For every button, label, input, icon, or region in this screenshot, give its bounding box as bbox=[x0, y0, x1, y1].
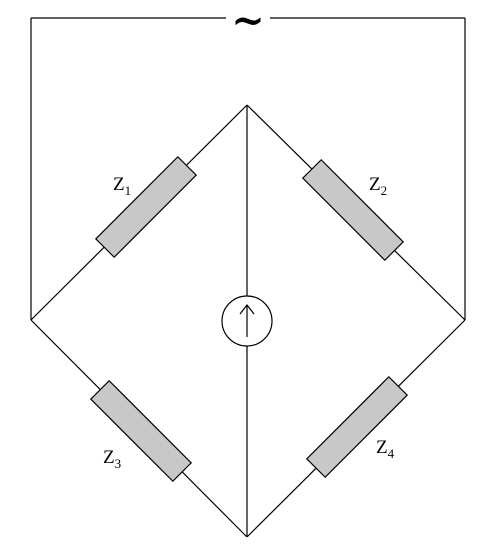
impedance-label-z3: Z3 bbox=[103, 447, 121, 471]
up-arrow-icon bbox=[239, 304, 255, 337]
center-branch bbox=[221, 105, 273, 537]
ac-source-symbol: ~ bbox=[231, 0, 265, 44]
impedance-label-z4: Z4 bbox=[376, 437, 395, 461]
impedance-label-z2: Z2 bbox=[369, 174, 387, 198]
impedance-label-z1: Z1 bbox=[113, 174, 131, 198]
impedance-z1 bbox=[94, 155, 198, 259]
impedance-z2 bbox=[301, 158, 405, 262]
ac-supply-loop: ~ bbox=[30, 0, 466, 320]
impedance-z4 bbox=[305, 375, 409, 479]
impedance-z3 bbox=[89, 379, 193, 483]
